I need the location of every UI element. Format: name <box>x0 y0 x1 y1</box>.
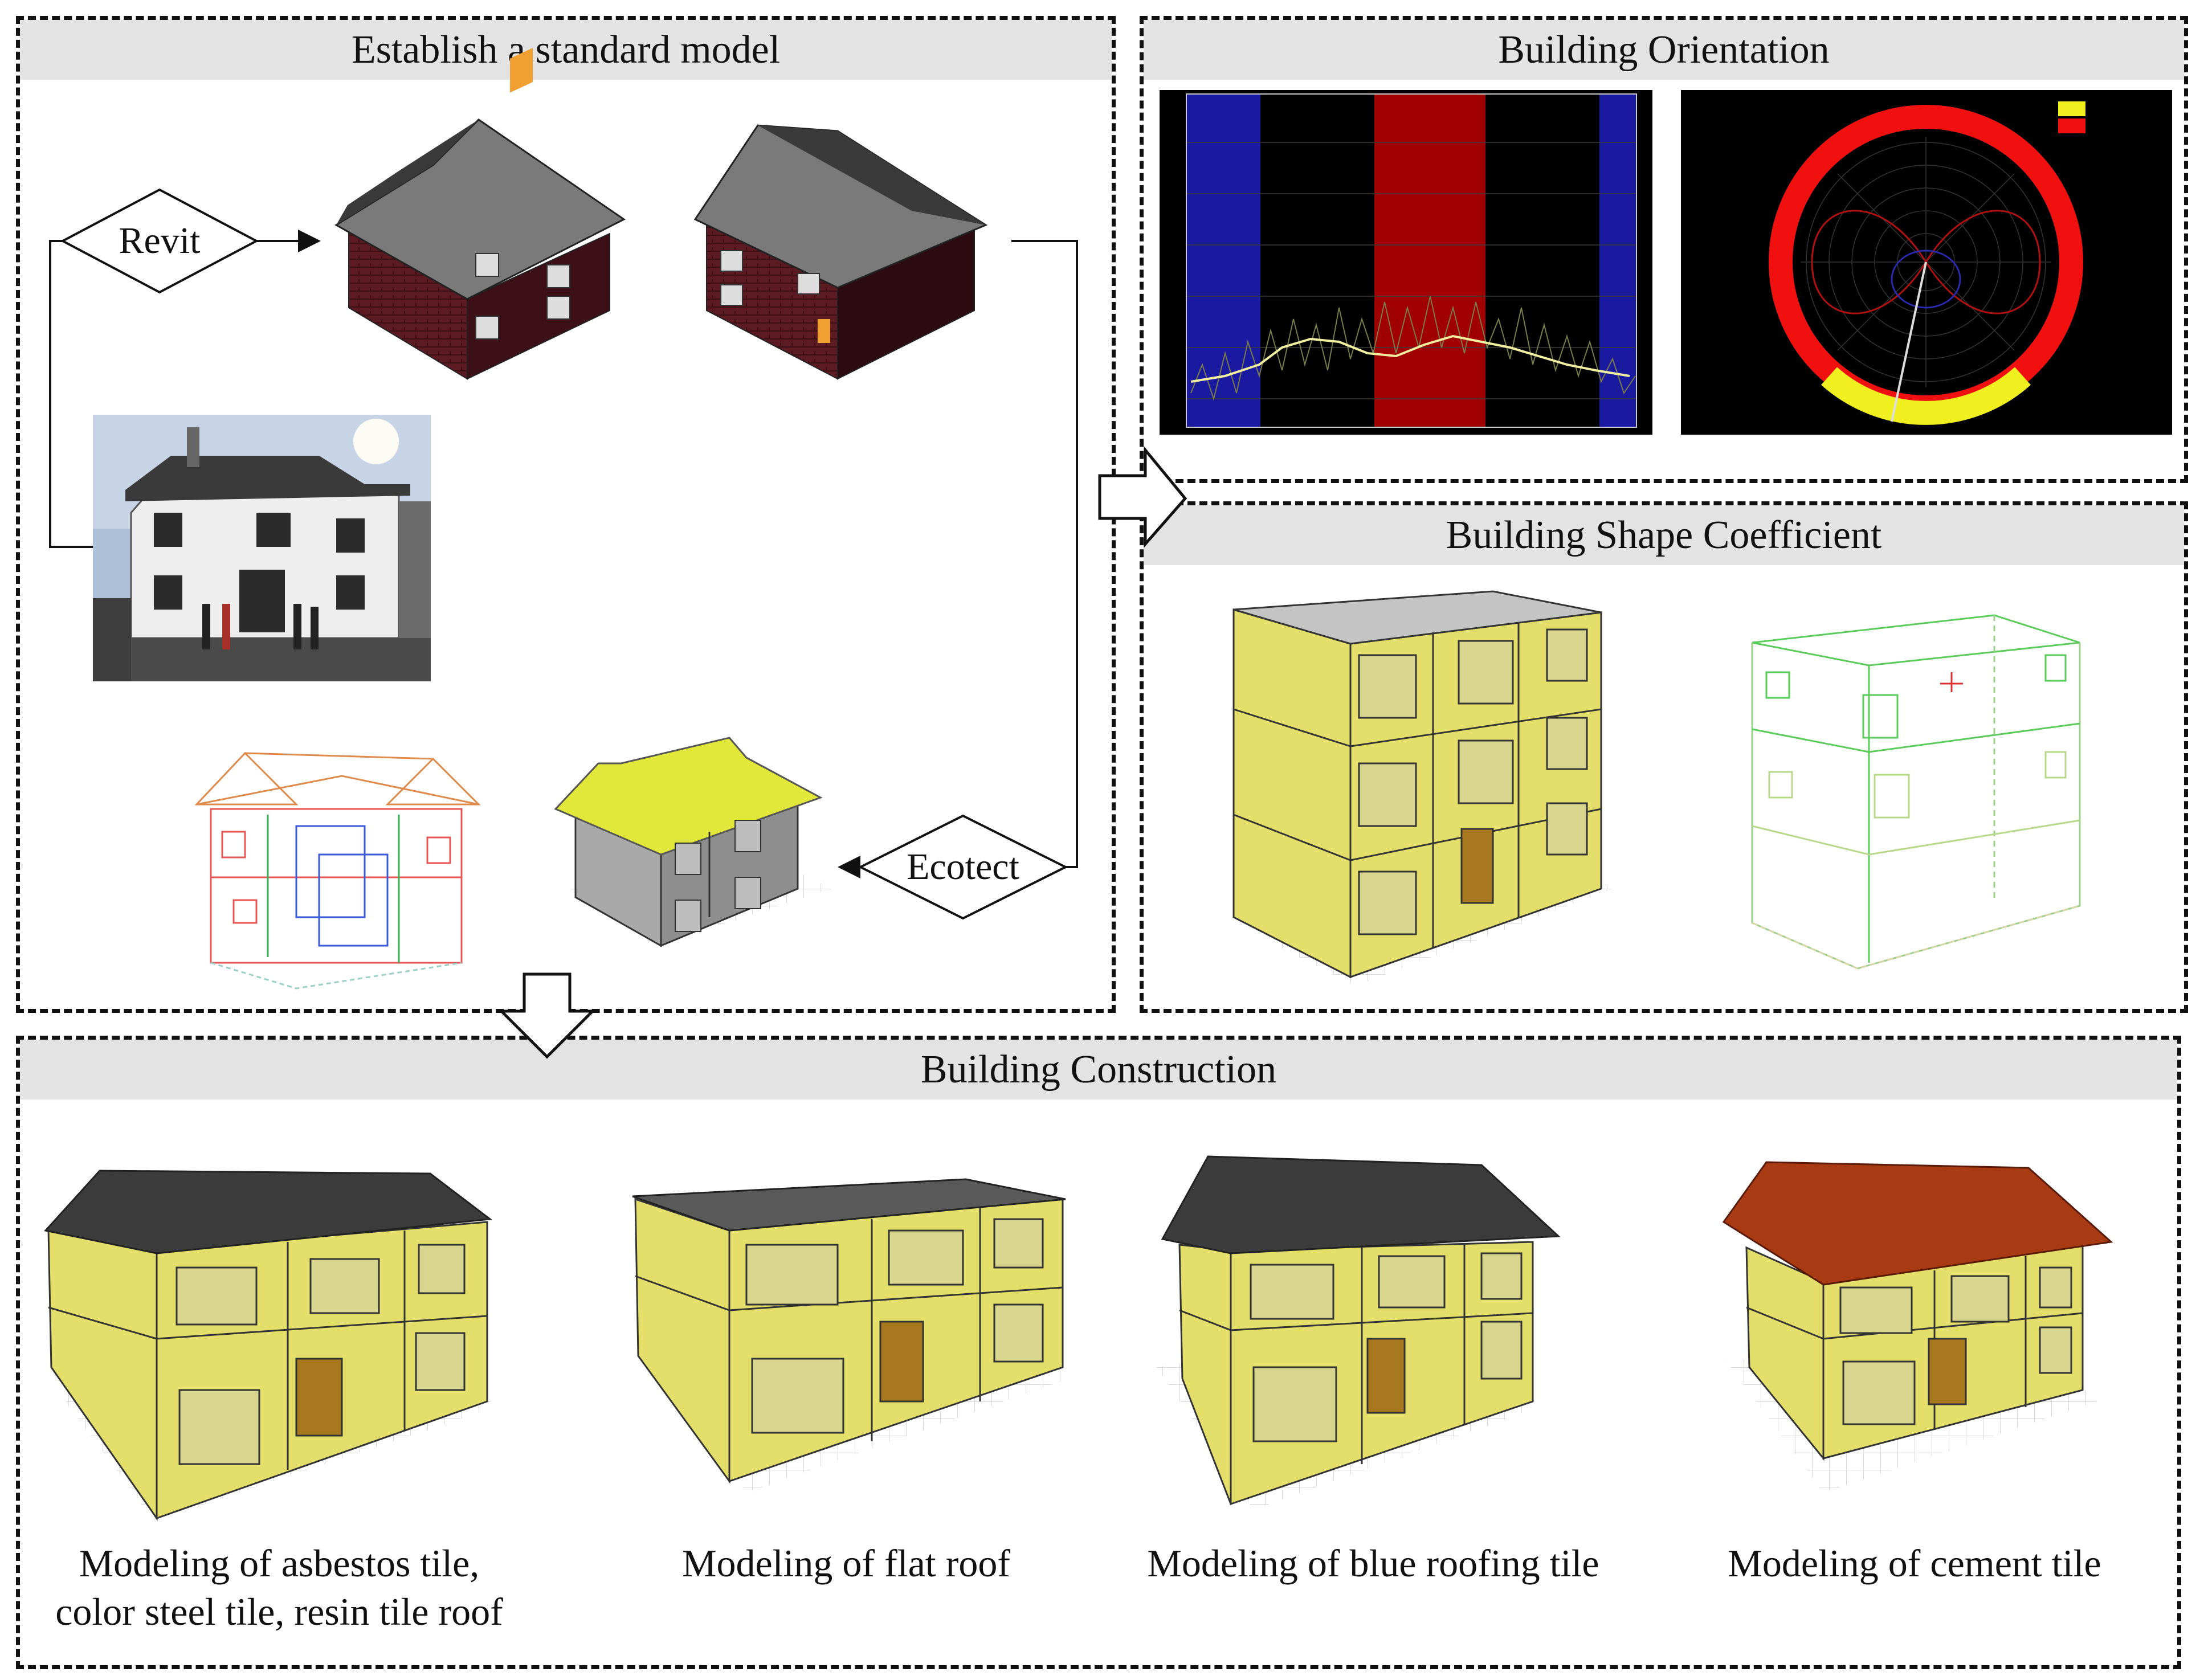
ecotect-model <box>554 737 832 947</box>
shape-wireframe-model <box>1751 614 2081 970</box>
label-asbestos-line1: Modeling of asbestos tile, <box>79 1542 480 1585</box>
optimum-orientation-chart <box>1681 90 2172 435</box>
construction-model-cement-tile <box>1722 1161 2113 1493</box>
site-photo <box>93 415 431 681</box>
panel-title-shape-coefficient: Building Shape Coefficient <box>1144 505 2184 565</box>
label-flat-roof: Modeling of flat roof <box>682 1542 1010 1585</box>
wireframe-model <box>194 751 481 990</box>
panel-building-orientation: Building Orientation <box>1140 16 2188 483</box>
revit-label: Revit <box>119 220 201 261</box>
flow-arrow-down <box>497 972 597 1059</box>
connector-photo-to-revit <box>49 240 93 548</box>
construction-model-asbestos <box>44 1170 496 1521</box>
panel-shape-coefficient: Building Shape Coefficient <box>1140 501 2188 1013</box>
shape-solid-model <box>1232 590 1613 986</box>
construction-model-flat <box>632 1178 1068 1493</box>
ecotect-label: Ecotect <box>907 846 1019 888</box>
connector-model-to-ecotect <box>1011 240 1078 868</box>
revit-model-back <box>693 124 988 380</box>
flow-arrow-right <box>1098 446 1187 548</box>
panel-title-construction: Building Construction <box>20 1040 2177 1099</box>
construction-model-blue-tile <box>1157 1155 1561 1510</box>
label-cement-tile: Modeling of cement tile <box>1728 1542 2101 1585</box>
panel-standard-model: Establish a standard model <box>16 16 1116 1013</box>
revit-model-front <box>334 48 626 380</box>
panel-title-standard-model: Establish a standard model <box>20 20 1112 80</box>
label-asbestos-line2: color steel tile, resin tile roof <box>55 1590 503 1633</box>
panel-building-construction: Building Construction <box>16 1036 2181 1669</box>
label-blue-roofing-tile: Modeling of blue roofing tile <box>1147 1542 1599 1585</box>
panel-title-orientation: Building Orientation <box>1144 20 2184 80</box>
solar-radiation-chart <box>1160 90 1652 435</box>
